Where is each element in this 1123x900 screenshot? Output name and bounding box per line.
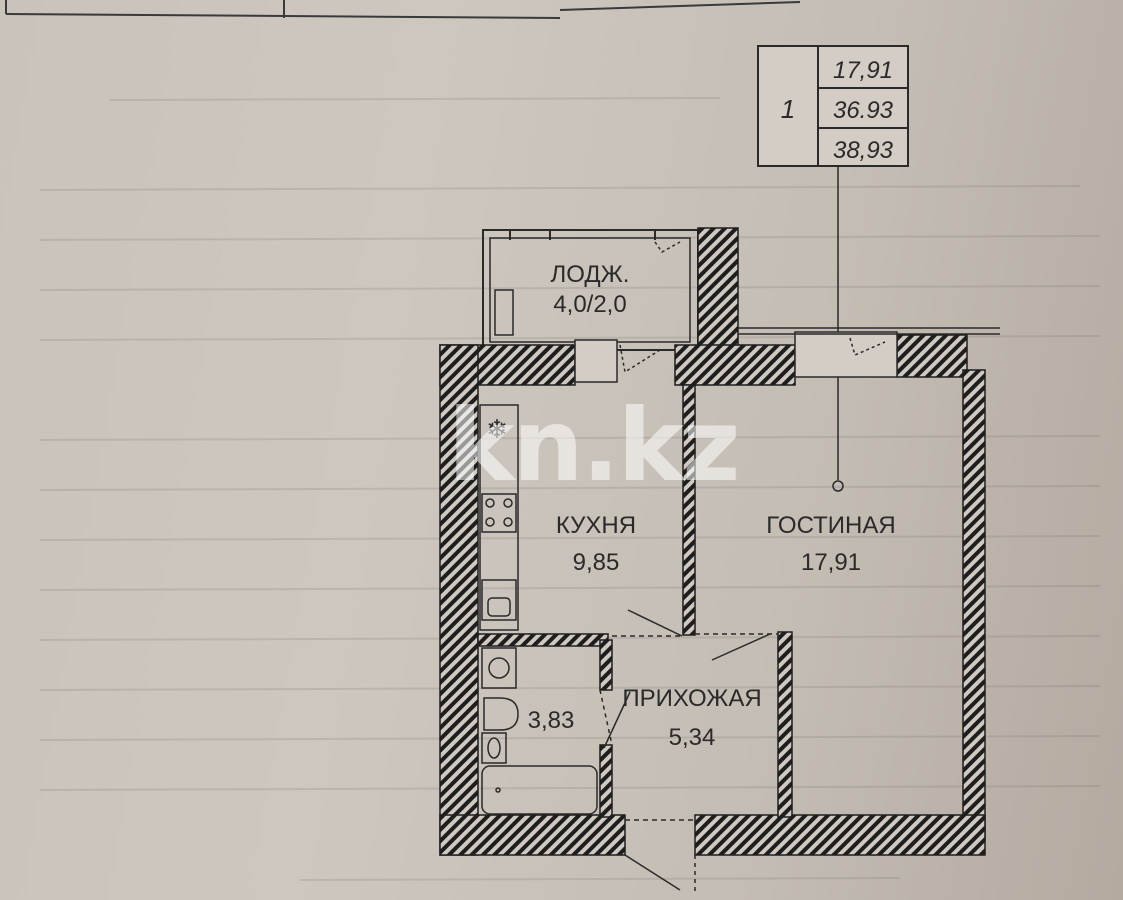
living-room-name: ГОСТИНАЯ bbox=[766, 512, 895, 539]
room-count: 1 bbox=[781, 94, 795, 124]
stove-icon bbox=[481, 493, 517, 533]
watermark: kn.kz bbox=[448, 387, 740, 504]
bathroom-fixtures bbox=[481, 647, 598, 815]
windows bbox=[574, 327, 1000, 383]
washbasin-icon bbox=[481, 732, 507, 764]
living-area-value: 17,91 bbox=[833, 57, 893, 84]
total-area-with-loggia-value: 38,93 bbox=[833, 137, 894, 164]
bathroom-area: 3,83 bbox=[528, 707, 575, 734]
loggia-area: 4,0/2,0 bbox=[553, 291, 626, 318]
kitchen-name: КУХНЯ bbox=[556, 512, 636, 539]
doors bbox=[599, 609, 778, 895]
hallway-area: 5,34 bbox=[669, 724, 716, 751]
washing-machine-icon bbox=[481, 647, 517, 689]
sink-icon bbox=[481, 579, 517, 621]
toilet-icon bbox=[483, 697, 519, 731]
room-labels: ЛОДЖ. 4,0/2,0 КУХНЯ 9,85 ГОСТИНАЯ 17,91 … bbox=[528, 261, 896, 751]
loggia bbox=[482, 229, 699, 351]
fridge-icon: ❄ bbox=[486, 414, 508, 444]
top-table-fragment bbox=[5, 0, 801, 19]
svg-text:❄: ❄ bbox=[486, 414, 508, 444]
walls bbox=[439, 227, 986, 856]
leader-line bbox=[832, 166, 844, 492]
hallway-name: ПРИХОЖАЯ bbox=[622, 685, 761, 712]
loggia-name: ЛОДЖ. bbox=[551, 261, 630, 288]
bathtub-icon bbox=[481, 765, 598, 815]
summary-table: 1 17,91 36.93 38,93 bbox=[757, 45, 909, 167]
kitchen-area: 9,85 bbox=[573, 549, 620, 576]
living-room-area: 17,91 bbox=[801, 549, 861, 576]
total-area-value: 36.93 bbox=[833, 97, 894, 124]
kitchen-fixtures: ❄ bbox=[479, 404, 519, 631]
